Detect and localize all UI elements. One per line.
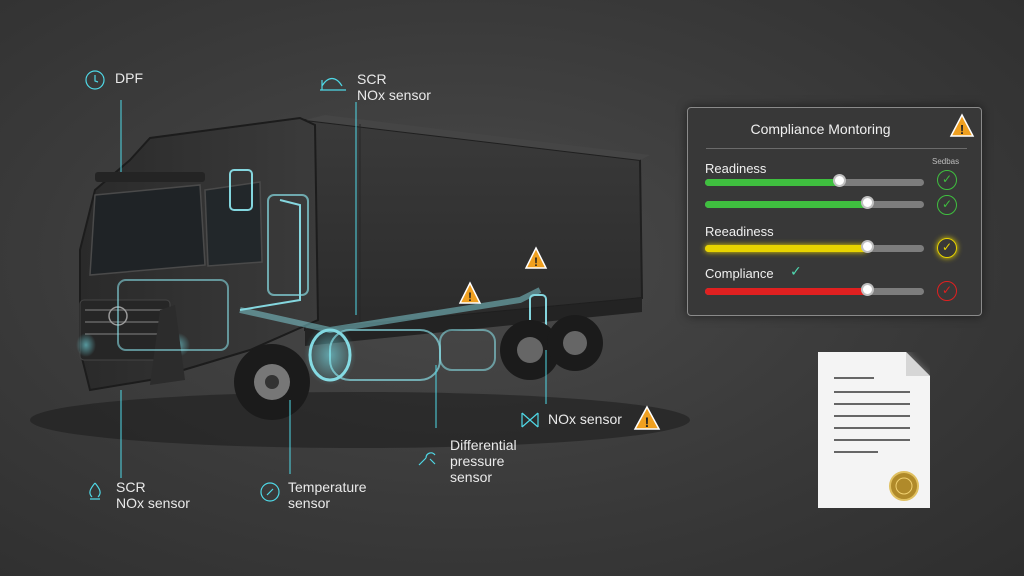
row-3-slider[interactable] [705, 240, 924, 253]
exhaust-system [117, 169, 547, 382]
row-4-status-icon: ✓ [937, 281, 957, 301]
clock-icon [85, 70, 105, 90]
callout-dpf: DPF [115, 70, 143, 86]
row-2-knob[interactable] [861, 196, 875, 209]
panel-divider [706, 148, 967, 149]
row-3-status-icon: ✓ [937, 238, 957, 258]
checkmark-icon: ✓ [790, 263, 802, 279]
row-3-knob[interactable] [861, 240, 875, 253]
svg-text:!: ! [960, 122, 964, 137]
panel-small-label: Sedbas [932, 157, 960, 166]
callout-nox: NOx sensor [548, 411, 622, 427]
wheels [234, 315, 603, 420]
certificate-document-icon [818, 352, 930, 508]
row-1-status-icon: ✓ [937, 170, 957, 190]
compliance-panel: Compliance Montoring ! Sedbas Readiness … [687, 107, 982, 316]
warning-icon-truck-2: ! [458, 281, 482, 304]
row-4-label: Compliance [705, 266, 774, 281]
scr-gauge-icon [320, 77, 346, 91]
cargo-box [304, 115, 650, 346]
warning-icon-nox: ! [633, 405, 661, 430]
svg-text:!: ! [645, 414, 650, 430]
valve-icon [521, 412, 539, 428]
row-3-label: Reeadiness [705, 224, 774, 239]
svg-text:!: ! [468, 290, 472, 304]
warning-icon-truck-1: ! [524, 246, 548, 269]
row-1-slider[interactable] [705, 174, 924, 187]
seal-icon [889, 471, 919, 501]
pressure-gauge-icon [418, 452, 436, 466]
row-4-knob[interactable] [861, 283, 875, 296]
cab [76, 116, 320, 392]
row-2-status-icon: ✓ [937, 195, 957, 215]
row-1-label: Readiness [705, 161, 767, 176]
warning-icon-panel: ! [949, 113, 975, 137]
droplet-sensor-icon [89, 482, 101, 500]
panel-title: Compliance Montoring [750, 121, 891, 137]
leader-lines [120, 100, 547, 478]
row-2-slider[interactable] [705, 196, 924, 209]
svg-text:!: ! [534, 255, 538, 269]
row-4-slider[interactable] [705, 283, 924, 296]
row-1-knob[interactable] [832, 174, 846, 187]
thermometer-icon [260, 482, 280, 502]
